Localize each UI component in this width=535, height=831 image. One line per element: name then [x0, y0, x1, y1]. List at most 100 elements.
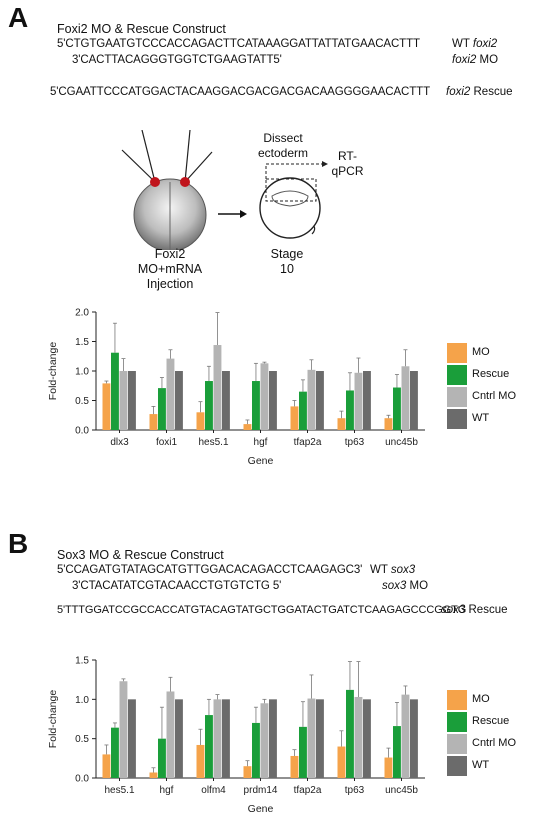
x-axis-label: Gene [248, 455, 274, 467]
legend-swatch [447, 409, 467, 429]
x-tick-label: tfap2a [294, 785, 322, 796]
x-tick-label: foxi1 [156, 437, 178, 448]
legend-label: MO [472, 693, 490, 705]
bar-cntrl-mo-hgf [260, 363, 269, 430]
x-tick-label: hgf [254, 437, 268, 448]
bar-cntrl-mo-foxi1 [166, 358, 175, 430]
bar-mo-tp63 [337, 746, 346, 778]
bar-rescue-tp63 [346, 689, 354, 778]
panel-b-seq-mo: 3'CTACATATCGTACAACCTGTGTCTG 5' [72, 580, 282, 592]
panel-a-label-mo: foxi2 MO [452, 54, 499, 66]
injection-dot-left [150, 177, 160, 187]
panel-a-seq-mo: 3'CACTTACAGGGTGGTCTGAAGTATT5' [72, 54, 282, 66]
bar-cntrl-mo-tfap2a [307, 369, 316, 430]
x-tick-label: tp63 [345, 785, 365, 796]
legend-label: WT [472, 759, 490, 771]
panel-a-construct-title: Foxi2 MO & Rescue Construct [57, 22, 226, 36]
legend-label: WT [472, 412, 490, 424]
panel-a-label-wt: WT foxi2 [452, 38, 498, 50]
bar-wt-dlx3 [128, 371, 136, 430]
bar-cntrl-mo-hes5.1 [119, 681, 128, 778]
bar-rescue-hgf [158, 738, 166, 778]
bar-wt-tp63 [363, 371, 371, 430]
x-tick-label: olfm4 [201, 785, 226, 796]
injection-dot-right [180, 177, 190, 187]
x-tick-label: unc45b [385, 785, 418, 796]
x-tick-label: hes5.1 [198, 437, 228, 448]
bar-cntrl-mo-hgf [166, 691, 175, 778]
y-tick-label: 1.5 [75, 656, 89, 667]
y-axis-label: Fold-change [47, 690, 59, 749]
bar-cntrl-mo-hes5.1 [213, 345, 222, 430]
bar-mo-unc45b [384, 418, 393, 430]
x-tick-label: hgf [160, 785, 174, 796]
panel-b-label-rescue: sox3 Rescue [441, 604, 508, 616]
bar-mo-hgf [243, 424, 252, 430]
bar-wt-olfm4 [222, 699, 230, 778]
legend-swatch [447, 343, 467, 363]
legend-swatch [447, 690, 467, 710]
y-tick-label: 0.5 [75, 734, 89, 745]
legend-label: Cntrl MO [472, 390, 516, 402]
y-tick-label: 1.0 [75, 367, 89, 378]
bar-mo-unc45b [384, 757, 393, 778]
bar-cntrl-mo-unc45b [401, 366, 410, 430]
bar-mo-tfap2a [290, 755, 299, 778]
panel-b-label-mo: sox3 MO [382, 580, 429, 592]
panel-a-seq-rescue: 5'CGAATTCCCATGGACTACAAGGACGACGACGACAAGGG… [50, 86, 431, 98]
x-tick-label: unc45b [385, 437, 418, 448]
dissect-path [265, 163, 322, 179]
bar-rescue-dlx3 [111, 352, 119, 430]
y-tick-label: 1.0 [75, 695, 89, 706]
bar-rescue-foxi1 [158, 388, 166, 430]
dissect-box [265, 178, 317, 202]
arrow-head [240, 210, 247, 218]
panel-b-letter: B [8, 528, 29, 559]
y-tick-label: 0.0 [75, 774, 89, 785]
bar-wt-hgf [269, 371, 277, 430]
bar-mo-olfm4 [196, 744, 205, 778]
rtqpcr-label: RT-qPCR [331, 149, 364, 178]
legend-label: Rescue [472, 368, 510, 380]
x-tick-label: dlx3 [110, 437, 129, 448]
bar-cntrl-mo-tfap2a [307, 698, 316, 778]
stage10-embryo [259, 177, 321, 239]
x-tick-label: hes5.1 [104, 785, 134, 796]
bar-mo-hes5.1 [102, 754, 111, 778]
bar-rescue-tfap2a [299, 391, 307, 430]
bar-mo-tfap2a [290, 406, 299, 430]
bar-wt-tp63 [363, 699, 371, 778]
panel-a-letter: A [8, 2, 29, 33]
needle-left-2 [141, 130, 156, 183]
legend-swatch [447, 365, 467, 385]
legend-swatch [447, 712, 467, 732]
bar-rescue-tfap2a [299, 726, 307, 778]
x-axis-label: Gene [248, 803, 274, 815]
x-tick-label: tp63 [345, 437, 365, 448]
bar-wt-hgf [175, 699, 183, 778]
bar-mo-foxi1 [149, 414, 158, 430]
needle-right-2 [184, 151, 213, 183]
bar-wt-unc45b [410, 699, 418, 778]
bar-rescue-tp63 [346, 390, 354, 430]
bar-mo-prdm14 [243, 766, 252, 778]
x-tick-label: prdm14 [244, 785, 278, 796]
bar-cntrl-mo-tp63 [354, 372, 363, 430]
panel-b-seq-rescue: 5'TTTGGATCCGCCACCATGTACAGTATGCTGGATACTGA… [57, 604, 467, 616]
legend-label: Rescue [472, 715, 510, 727]
bar-wt-foxi1 [175, 371, 183, 430]
bar-wt-tfap2a [316, 699, 324, 778]
panel-b-construct-title: Sox3 MO & Rescue Construct [57, 548, 224, 562]
panel-a-label-rescue: foxi2 Rescue [446, 86, 513, 98]
legend-swatch [447, 756, 467, 776]
dissect-arrow-head [322, 161, 328, 167]
legend-swatch [447, 387, 467, 407]
bar-rescue-hes5.1 [205, 381, 213, 430]
legend-label: MO [472, 346, 490, 358]
x-tick-label: tfap2a [294, 437, 322, 448]
bar-rescue-prdm14 [252, 722, 260, 778]
y-tick-label: 2.0 [75, 308, 89, 319]
